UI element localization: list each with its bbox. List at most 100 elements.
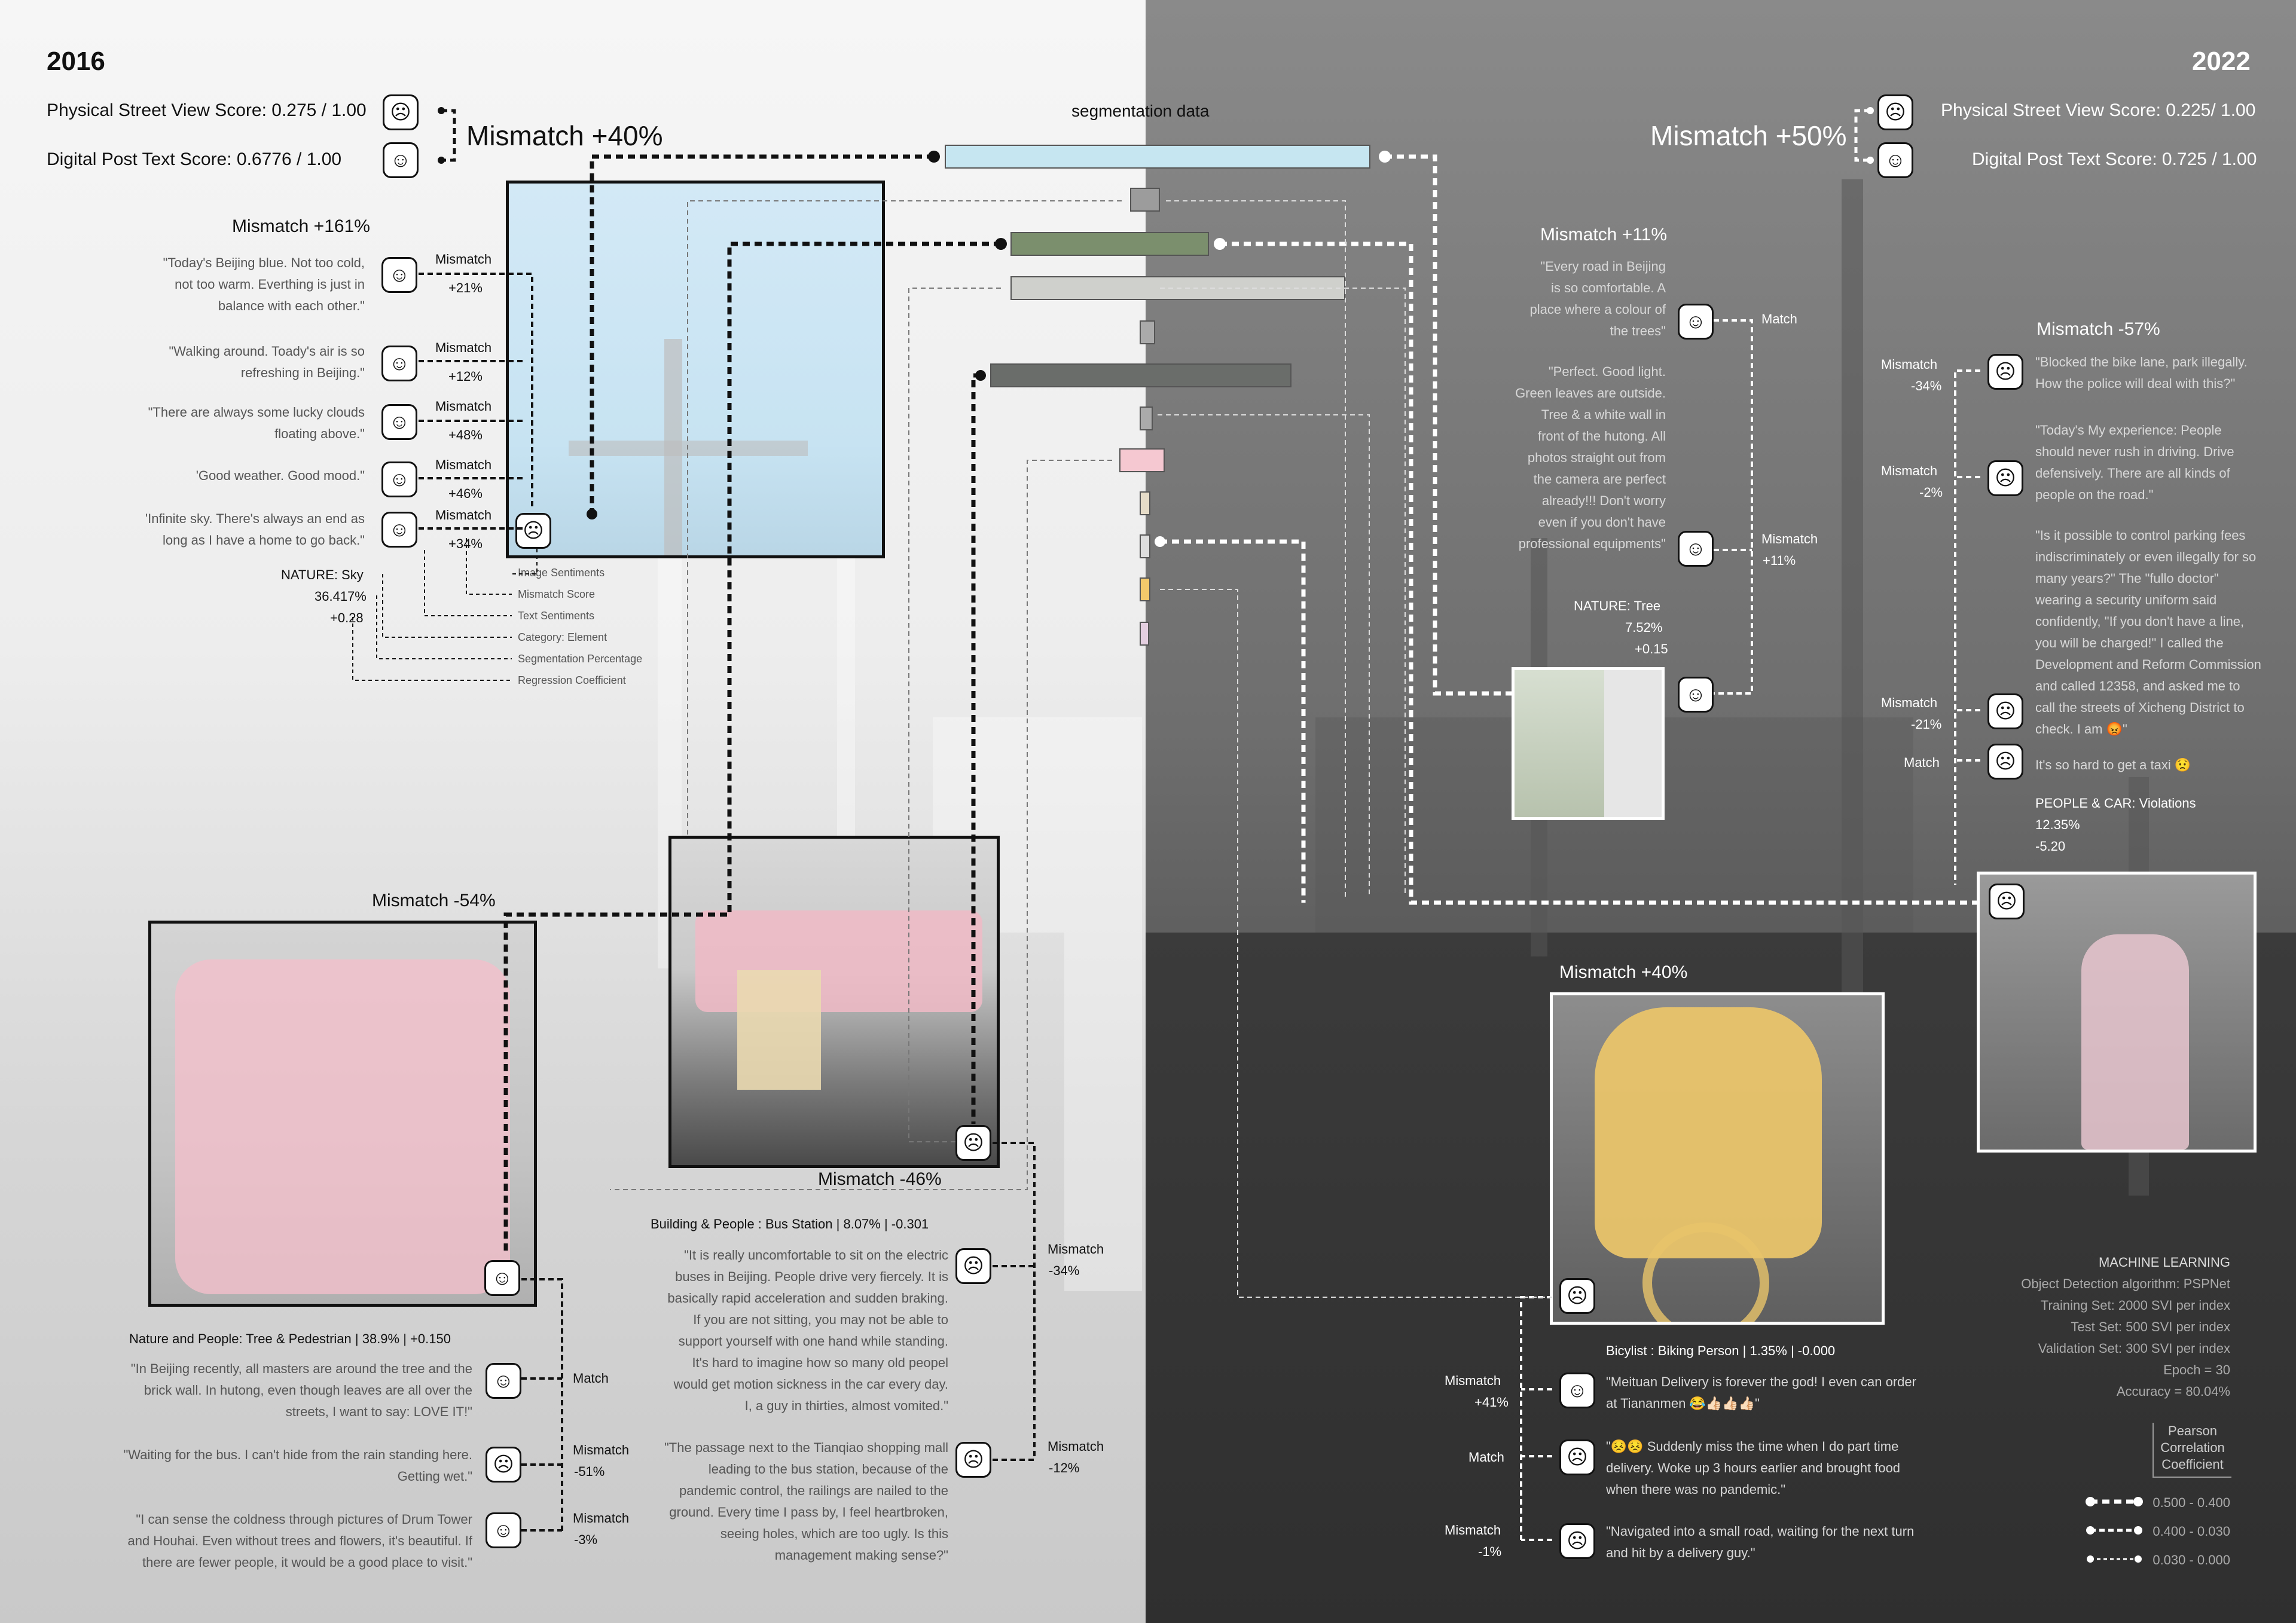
sad-face-icon: ☹ [955,1125,991,1161]
sad-face-icon: ☹ [1987,460,2023,496]
sky-quote-1-value: +21% [448,280,483,295]
violation-category: PEOPLE & CAR: Violations [2035,796,2196,811]
sky-quote-3-mismatch: Mismatch [435,399,492,414]
ml-line-1: Object Detection algorithm: PSPNet [2021,1276,2230,1291]
bus-quote-1: "It is really uncomfortable to sit on th… [667,1248,948,1413]
happy-face-icon: ☺ [1678,531,1714,567]
violation-coef: -5.20 [2035,839,2066,854]
cyclist-quote-3-mismatch: Mismatch [1445,1523,1501,1538]
tree-quote-1: "Every road in Beijing is so comfortable… [1529,259,1666,338]
happy-face-icon: ☺ [381,512,417,548]
violation-quote-1-mismatch: Mismatch [1881,357,1938,372]
sky-quote-2-value: +12% [448,369,483,384]
tree-quote-2-mismatch: Mismatch [1761,531,1818,546]
people-quote-3-value: -3% [574,1532,598,1547]
people-quote-2-mismatch: Mismatch [573,1442,630,1457]
left-pedestrians-silhouette [1064,933,1142,1291]
ml-line-3: Test Set: 500 SVI per index [2071,1319,2230,1334]
ml-line-6: Accuracy = 80.04% [2116,1384,2230,1399]
seg-bar-people [1119,448,1165,472]
happy-face-icon: ☺ [381,461,417,497]
legend-regression-coefficient: Regression Coefficient [518,674,626,686]
angry-face-icon: ☹ [486,1447,521,1483]
happy-face-icon: ☺ [1678,677,1714,713]
sky-quote-5-mismatch: Mismatch [435,508,492,522]
sad-face-icon: ☹ [383,94,419,130]
people-quote-1: "In Beijing recently, all masters are ar… [130,1361,472,1419]
people-mismatch: Mismatch -54% [372,891,496,910]
violation-quote-4: It's so hard to get a taxi 😟 [2035,757,2191,772]
happy-face-icon: ☺ [381,346,417,381]
pedestrians-photo [148,921,537,1307]
cyclist-quote-3: "Navigated into a small road, waiting fo… [1606,1524,1915,1560]
sky-category: NATURE: Sky [281,567,364,582]
left-mismatch-total: Mismatch +40% [466,120,663,151]
seg-bar-pole [1140,491,1150,515]
happy-face-icon: ☺ [1678,304,1714,340]
tree-category: NATURE: Tree [1574,598,1661,613]
people-quote-3-mismatch: Mismatch [573,1511,630,1526]
happy-face-icon: ☺ [383,142,419,178]
year-2016: 2016 [47,47,105,76]
angry-face-icon: ☹ [1987,354,2023,390]
seg-bar-sky [945,145,1370,169]
ml-line-4: Validation Set: 300 SVI per index [2038,1341,2230,1356]
right-digital-score: Digital Post Text Score: 0.725 / 1.00 [1972,149,2257,169]
bus-group-title: Building & People : Bus Station | 8.07% … [651,1217,929,1231]
cyclist-mismatch: Mismatch +40% [1559,962,1688,982]
sky-coef: +0.28 [330,610,364,625]
seg-bar-tree [1010,232,1209,256]
seg-bar-road [990,363,1292,387]
left-digital-score: Digital Post Text Score: 0.6776 / 1.00 [47,149,342,169]
sky-group-title: Mismatch +161% [232,216,370,236]
violation-quote-2: "Today's My experience: People should ne… [2035,423,2234,502]
seg-bar-sign [1140,622,1149,646]
sky-quote-4: 'Good weather. Good mood." [196,468,365,483]
seg-bar-fence [1140,320,1155,344]
seg-bar-wall [1130,188,1160,212]
cyclist-quote-1-value: +41% [1474,1395,1509,1410]
violation-quote-4-match: Match [1904,755,1940,770]
sky-quote-4-mismatch: Mismatch [435,457,492,472]
cyclist-photo [1550,992,1885,1325]
sky-percent: 36.417% [315,589,367,604]
cyclist-quote-3-value: -1% [1478,1544,1502,1559]
ml-title: MACHINE LEARNING [2098,1255,2230,1270]
legend-segmentation-percentage: Segmentation Percentage [518,653,643,665]
people-group-title: Nature and People: Tree & Pedestrian | 3… [129,1331,451,1346]
bus-quote-1-mismatch: Mismatch [1048,1242,1104,1257]
angry-face-icon: ☹ [955,1442,991,1478]
cyclist-quote-1: "Meituan Delivery is forever the god! I … [1606,1374,1916,1411]
tree-photo [1512,667,1665,820]
seg-bar-cyclist [1140,577,1150,601]
violation-quote-3-mismatch: Mismatch [1881,695,1938,710]
right-streetlight-pole [1842,179,1863,1076]
sky-quote-2-mismatch: Mismatch [435,340,492,355]
bus-quote-2-mismatch: Mismatch [1048,1439,1104,1454]
violation-quote-3-value: -21% [1911,717,1942,732]
violation-quote-3: "Is it possible to control parking fees … [2035,528,2261,736]
people-quote-2-value: -51% [574,1464,605,1479]
violation-group-title: Mismatch -57% [2037,319,2160,339]
bus-mismatch: Mismatch -46% [818,1169,942,1189]
sad-face-icon: ☹ [1877,94,1913,130]
happy-face-icon: ☺ [486,1512,521,1548]
happy-face-icon: ☺ [1559,1373,1595,1408]
ml-line-5: Epoch = 30 [2163,1362,2230,1377]
sad-face-icon: ☹ [1559,1523,1595,1559]
violation-quote-1: "Blocked the bike lane, park illegally. … [2035,354,2248,391]
pearson-range-3: 0.030 - 0.000 [2152,1552,2230,1567]
sky-quote-2: "Walking around. Toady's air is so refre… [169,344,365,380]
sad-face-icon: ☹ [1989,884,2025,919]
year-2022: 2022 [2192,47,2251,76]
people-quote-1-match: Match [573,1371,609,1386]
right-physical-score: Physical Street View Score: 0.225/ 1.00 [1941,100,2256,120]
violation-quote-2-value: -2% [1919,485,1943,500]
bus-quote-2: "The passage next to the Tianqiao shoppi… [664,1440,948,1563]
cyclist-quote-2-match: Match [1468,1450,1504,1465]
bus-quote-1-value: -34% [1049,1263,1080,1278]
happy-face-icon: ☺ [381,257,417,293]
tree-percent: 7.52% [1625,620,1663,635]
sad-face-icon: ☹ [1987,744,2023,780]
